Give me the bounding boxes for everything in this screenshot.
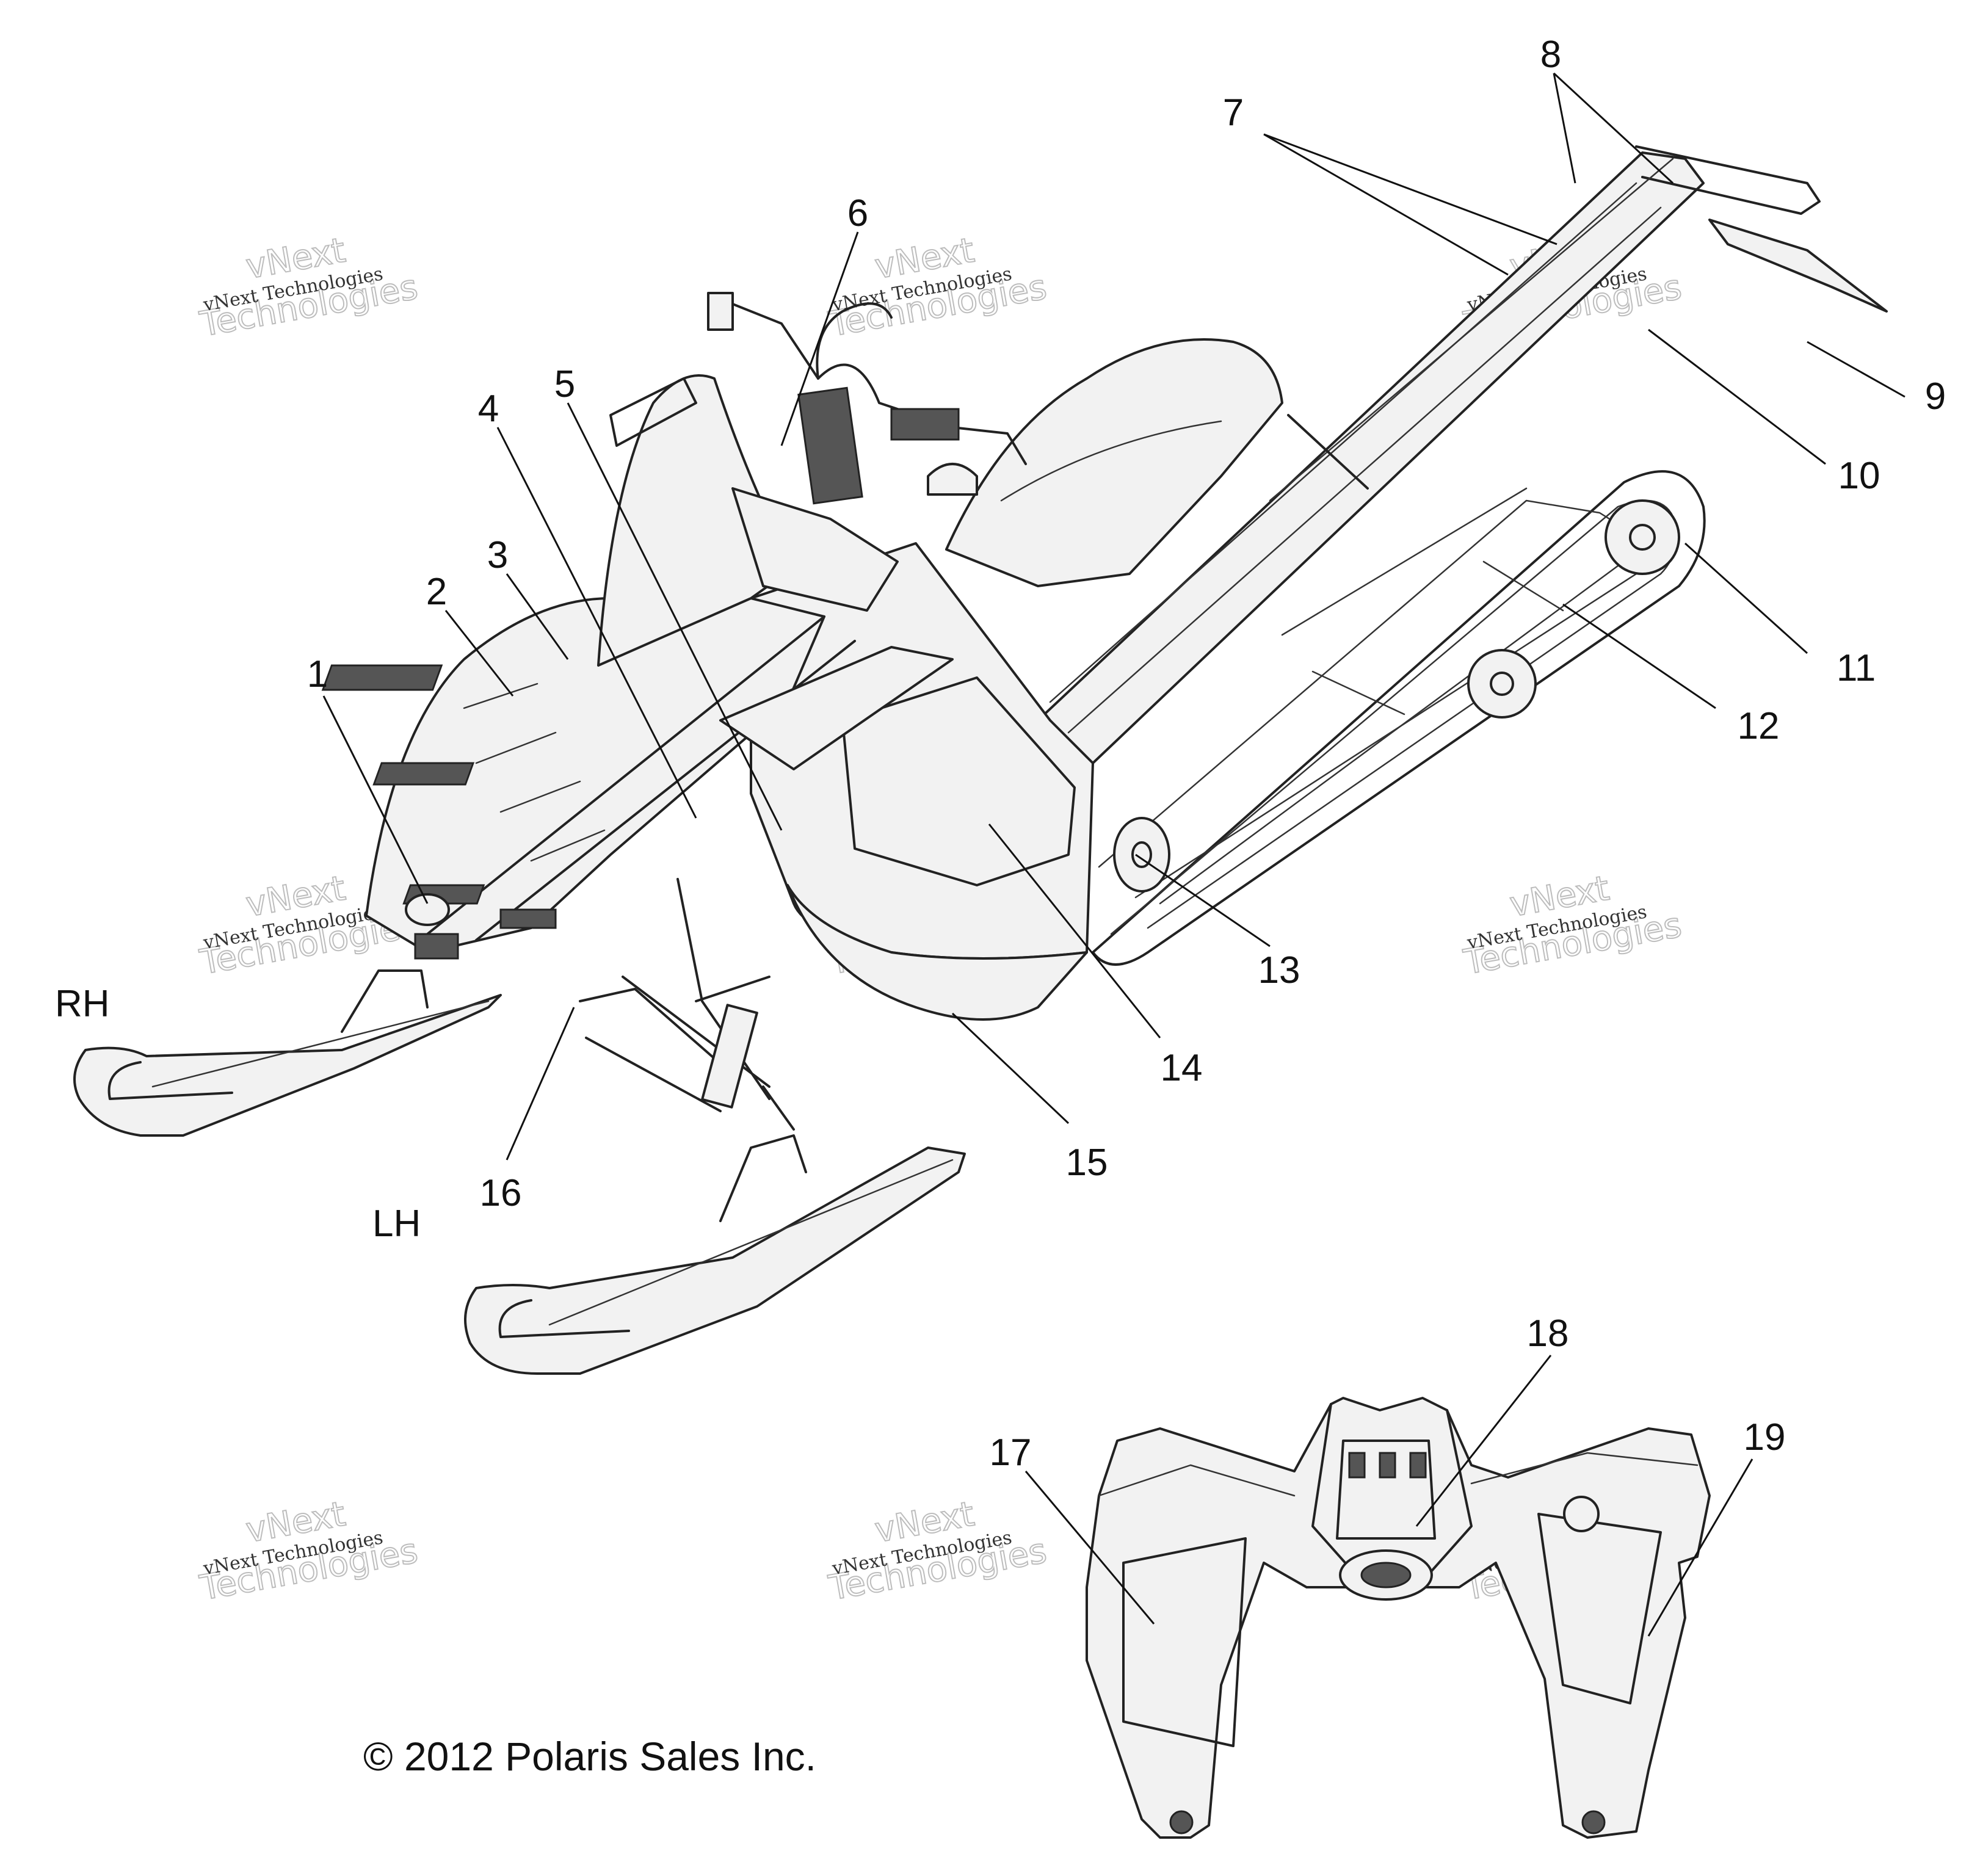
watermark: vNext Technologies vNext Technologies (825, 1494, 1050, 1609)
left-panel-decal (1122, 1537, 1247, 1747)
side-label-right: RH (55, 983, 110, 1025)
center-recess (1336, 1440, 1436, 1540)
callout-12: 12 (1738, 705, 1780, 747)
right-fork-seam (1470, 1452, 1699, 1485)
windshield-edge (609, 377, 697, 447)
suspension-arm (1482, 560, 1564, 612)
lower-side-panel (786, 884, 1088, 1021)
ski-right-loop (107, 1061, 233, 1100)
callout-8: 8 (1540, 34, 1561, 76)
watermark: vNext Technologies vNext Technologies (1460, 868, 1685, 983)
callout-10: 10 (1838, 455, 1880, 497)
hood-vents (463, 683, 606, 862)
vent-slots (1348, 1452, 1427, 1479)
callout-9: 9 (1925, 375, 1946, 418)
rail-frame (1098, 499, 1650, 905)
idler-wheel (1467, 649, 1537, 719)
front-suspension (579, 988, 734, 1112)
handle-grip (707, 292, 734, 331)
callout-17: 17 (990, 1432, 1032, 1474)
suspension-arm (1311, 670, 1405, 715)
ski-left-spindle (719, 1134, 807, 1222)
hood-underside-illustration (1086, 1397, 1711, 1839)
callout-6: 6 (847, 192, 868, 234)
grab-bar (1287, 414, 1369, 490)
tunnel-edge (1269, 158, 1674, 502)
copyright-notice: © 2012 Polaris Sales Inc. (363, 1734, 816, 1779)
idler-wheel (1605, 499, 1680, 575)
fuel-cap (927, 463, 978, 496)
callout-5: 5 (554, 363, 575, 405)
callout-2: 2 (426, 571, 447, 613)
ski-left (464, 1146, 966, 1375)
callout-14: 14 (1161, 1047, 1203, 1089)
side-vent-panel (719, 646, 954, 770)
ski-left-spine (548, 1159, 954, 1326)
watermark: vNext Technologies vNext Technologies (196, 230, 421, 346)
callout-7: 7 (1223, 92, 1244, 134)
track-inner (1110, 499, 1677, 935)
mount-hole (1169, 1810, 1194, 1834)
gauge (797, 386, 863, 505)
leader-lines (322, 72, 1906, 1637)
callout-3: 3 (487, 534, 508, 576)
headlight-lens (1360, 1562, 1412, 1588)
ski-right (73, 994, 502, 1137)
ski-left-loop (498, 1299, 630, 1338)
throttle-block (890, 408, 960, 441)
shock (701, 1004, 758, 1109)
callout-18: 18 (1527, 1313, 1569, 1355)
tunnel-edge (1049, 182, 1637, 703)
suspension-link (1281, 487, 1528, 636)
handlebar (719, 298, 1027, 465)
track-belt (1092, 470, 1706, 966)
snow-flap (1708, 219, 1888, 313)
callout-13: 13 (1258, 949, 1300, 991)
side-decal (841, 676, 1076, 886)
snowmobile-illustration (73, 145, 1888, 1375)
callout-4: 4 (478, 388, 499, 430)
idler-wheel (1113, 817, 1170, 893)
hood-underside-outline (1086, 1397, 1711, 1839)
callout-11: 11 (1837, 647, 1876, 689)
ski-right-spindle (341, 969, 429, 1033)
callout-16: 16 (480, 1172, 522, 1214)
seat-seam (1000, 420, 1222, 502)
watermark: vNext Technologies vNext Technologies (825, 230, 1050, 346)
mount-hole (1581, 1810, 1606, 1834)
left-fork-seam (1098, 1464, 1296, 1497)
handlebar-riser (816, 302, 893, 380)
mount-hole (1563, 1496, 1600, 1532)
callout-15: 15 (1066, 1142, 1108, 1184)
console (731, 487, 899, 612)
callout-1: 1 (307, 653, 328, 695)
rear-bumper (1635, 145, 1821, 215)
watermark: vNext Technologies vNext Technologies (196, 1494, 421, 1609)
headlight-assembly (405, 893, 557, 960)
ski-right-spine (151, 1000, 490, 1088)
callouts: 1 2 3 4 5 6 7 8 9 10 11 12 13 14 15 16 1… (307, 34, 1946, 1474)
hood-stripe (426, 615, 825, 935)
tunnel-edge (1067, 206, 1662, 734)
side-label-left: LH (372, 1203, 421, 1245)
front-suspension (622, 878, 795, 1131)
rail-frame-lower (1134, 573, 1637, 899)
seat (945, 338, 1283, 587)
right-panel-decal (1537, 1513, 1662, 1704)
callout-19: 19 (1744, 1416, 1786, 1458)
